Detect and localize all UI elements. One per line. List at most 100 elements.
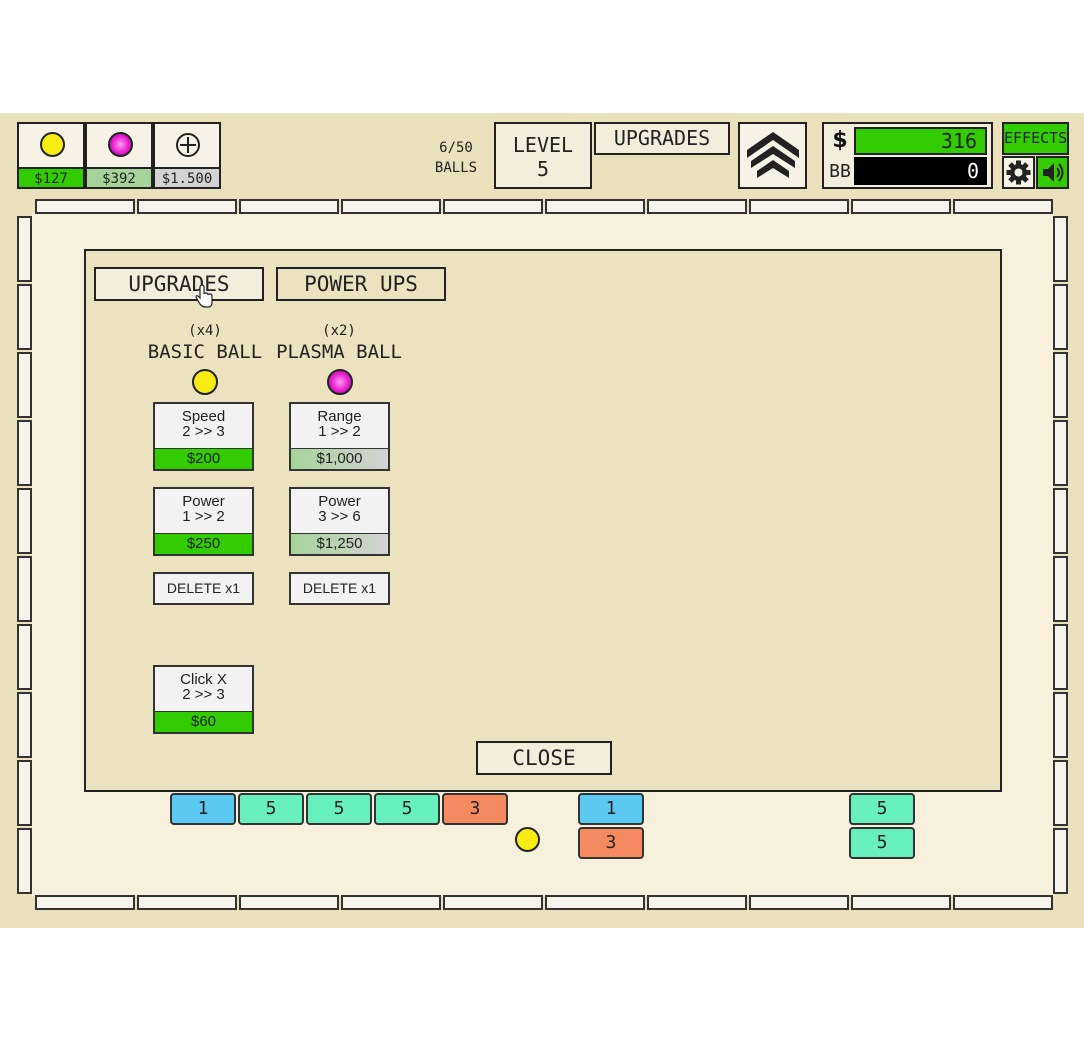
upgrade-title: Click X — [180, 671, 227, 688]
brick[interactable]: 5 — [374, 793, 440, 825]
wall-brick — [851, 199, 951, 214]
new-ball-type-price: $1.500 — [155, 167, 219, 187]
wall-brick — [137, 199, 237, 214]
buy-basic-ball-button[interactable]: $127 — [17, 122, 85, 189]
plasma-ball-count: (x2) — [322, 323, 356, 339]
wall-brick — [443, 199, 543, 214]
upgrade-title: Range — [317, 408, 362, 425]
upgrade-title: Power — [182, 493, 225, 510]
chevron-up-stack-icon — [747, 132, 799, 178]
basic-ball-icon — [192, 369, 218, 395]
money-symbol: $ — [832, 128, 848, 153]
close-button-label: CLOSE — [512, 746, 576, 770]
wall-brick — [545, 199, 645, 214]
effects-label: EFFECTS — [1004, 129, 1068, 147]
wall-brick — [137, 895, 237, 910]
wall-brick — [1053, 284, 1068, 350]
upgrade-price: $1,250 — [291, 533, 388, 554]
upgrade-change: 2 >> 3 — [182, 686, 225, 703]
upgrades-button[interactable]: UPGRADES — [594, 122, 730, 155]
upgrade-price: $1,000 — [291, 448, 388, 469]
wall-brick — [749, 199, 849, 214]
basic-power-upgrade[interactable]: Power 1 >> 2 $250 — [153, 487, 254, 556]
click-upgrade[interactable]: Click X 2 >> 3 $60 — [153, 665, 254, 734]
wall-brick — [35, 199, 135, 214]
wall-brick — [17, 352, 32, 418]
upgrades-modal: UPGRADES POWER UPS (x4) BASIC BALL Speed… — [84, 249, 1002, 792]
brick[interactable]: 1 — [578, 793, 644, 825]
upgrade-price: $250 — [155, 533, 252, 554]
wall-brick — [17, 828, 32, 894]
balls-label: BALLS — [434, 160, 478, 176]
basic-ball-icon — [40, 132, 65, 157]
brick[interactable]: 3 — [442, 793, 508, 825]
sound-toggle-button[interactable] — [1036, 156, 1069, 189]
balls-counter: 6/50 BALLS — [426, 138, 486, 178]
level-value: 5 — [536, 157, 550, 181]
upgrade-price: $60 — [155, 711, 252, 732]
wall-brick — [239, 199, 339, 214]
wall-brick — [1053, 760, 1068, 826]
basic-ball — [515, 827, 540, 852]
plus-circle-icon — [176, 133, 200, 157]
level-display: LEVEL 5 — [494, 122, 592, 189]
buy-plasma-ball-button[interactable]: $392 — [85, 122, 153, 189]
brick[interactable]: 3 — [578, 827, 644, 859]
plasma-range-upgrade[interactable]: Range 1 >> 2 $1,000 — [289, 402, 390, 471]
wall-brick — [239, 895, 339, 910]
settings-button[interactable] — [1002, 156, 1035, 189]
money-value: 316 — [854, 127, 987, 155]
wall-brick — [17, 692, 32, 758]
wall-brick — [1053, 556, 1068, 622]
bb-value: 0 — [854, 157, 987, 185]
wall-brick — [1053, 828, 1068, 894]
tab-upgrades-label: UPGRADES — [128, 272, 230, 296]
effects-button[interactable]: EFFECTS — [1002, 122, 1069, 155]
plasma-ball-price: $392 — [87, 167, 151, 187]
wall-brick — [17, 760, 32, 826]
basic-speed-upgrade[interactable]: Speed 2 >> 3 $200 — [153, 402, 254, 471]
wall-brick — [749, 895, 849, 910]
brick[interactable]: 1 — [170, 793, 236, 825]
wall-brick — [545, 895, 645, 910]
wall-brick — [953, 895, 1053, 910]
speaker-icon — [1043, 163, 1064, 182]
plasma-power-upgrade[interactable]: Power 3 >> 6 $1,250 — [289, 487, 390, 556]
prestige-button[interactable] — [738, 122, 807, 189]
tab-powerups[interactable]: POWER UPS — [276, 267, 446, 301]
basic-ball-price: $127 — [19, 167, 83, 187]
buy-new-ball-type-button[interactable]: $1.500 — [153, 122, 221, 189]
wall-brick — [953, 199, 1053, 214]
game-screen: $127 $392 $1.500 6/50 BALLS LEVEL 5 UPGR… — [0, 113, 1084, 928]
tab-upgrades[interactable]: UPGRADES — [94, 267, 264, 301]
brick[interactable]: 5 — [849, 793, 915, 825]
basic-delete-button[interactable]: DELETE x1 — [153, 572, 254, 605]
wall-brick — [17, 216, 32, 282]
plasma-ball-icon — [327, 369, 353, 395]
close-button[interactable]: CLOSE — [476, 741, 612, 775]
upgrade-title: Speed — [181, 408, 226, 425]
wall-brick — [17, 488, 32, 554]
wall-brick — [1053, 352, 1068, 418]
hand-cursor-icon — [195, 285, 213, 308]
basic-ball-count: (x4) — [188, 323, 222, 339]
wall-brick — [17, 284, 32, 350]
plasma-delete-button[interactable]: DELETE x1 — [289, 572, 390, 605]
upgrade-price: $200 — [155, 448, 252, 469]
brick[interactable]: 5 — [306, 793, 372, 825]
wall-brick — [17, 624, 32, 690]
wall-brick — [341, 895, 441, 910]
wall-brick — [341, 199, 441, 214]
plasma-ball-name: PLASMA BALL — [276, 341, 402, 363]
brick[interactable]: 5 — [238, 793, 304, 825]
wall-brick — [1053, 624, 1068, 690]
balls-count: 6/50 — [439, 140, 473, 156]
upgrade-change: 1 >> 2 — [318, 423, 361, 440]
wall-brick — [17, 420, 32, 486]
upgrade-title: Power — [318, 493, 361, 510]
wall-brick — [1053, 216, 1068, 282]
upgrade-change: 2 >> 3 — [182, 423, 225, 440]
brick[interactable]: 5 — [849, 827, 915, 859]
basic-ball-name: BASIC BALL — [147, 341, 263, 363]
wall-brick — [647, 895, 747, 910]
